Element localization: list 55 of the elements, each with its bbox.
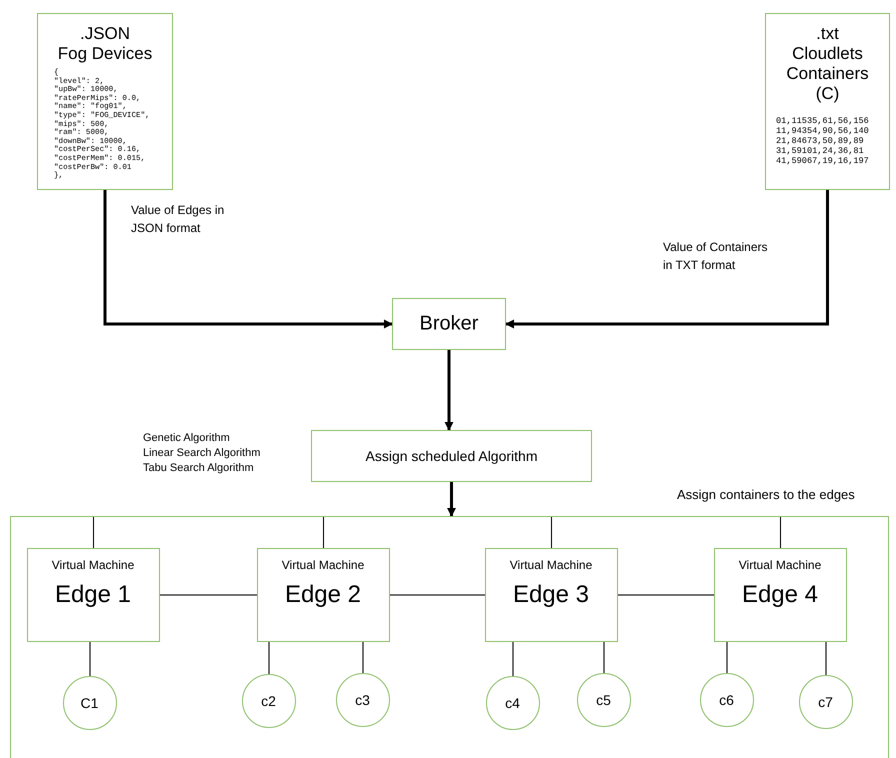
node-title: Edge 1: [54, 580, 132, 608]
connector-line: [323, 516, 324, 548]
process-box: [484, 548, 618, 642]
arrow: [447, 482, 456, 517]
connector-line: [268, 642, 270, 674]
container-label: c6: [719, 692, 734, 708]
process-box: [714, 548, 846, 642]
arrow: [104, 190, 393, 328]
connector-line: [160, 594, 258, 596]
arrow: [444, 350, 454, 431]
container-label: c7: [818, 694, 833, 710]
process-box: [392, 298, 506, 350]
node-title: Edge 4: [740, 580, 820, 608]
node-title: Assign scheduled Algorithm: [364, 448, 538, 464]
data-row: 41,59067,19,16,197: [776, 156, 869, 166]
node-title: Broker: [418, 312, 480, 336]
container-label: c4: [505, 694, 520, 710]
node-label: Virtual Machine: [508, 558, 594, 572]
algorithm-name: Genetic Algorithm: [143, 431, 230, 446]
connector-line: [362, 642, 364, 674]
file-box: [37, 13, 173, 190]
data-row: 01,11535,61,56,156: [776, 116, 869, 126]
container-label: c3: [355, 692, 370, 708]
data-row: 31,59101,24,36,81: [776, 146, 864, 156]
heading: Containers: [785, 64, 870, 84]
container-label: c2: [261, 692, 276, 708]
process-box: [26, 548, 160, 642]
heading: Fog Devices: [56, 44, 154, 64]
node-label: Virtual Machine: [738, 558, 822, 572]
connector-line: [93, 516, 94, 548]
container-label: C1: [80, 694, 98, 710]
container-label: c5: [596, 692, 611, 708]
node-title: Edge 3: [512, 580, 590, 608]
algorithm-name: Tabu Search Algorithm: [143, 461, 254, 476]
process-box: [311, 430, 592, 482]
node-label: Virtual Machine: [280, 558, 366, 572]
file-box: [765, 13, 890, 190]
heading: (C): [814, 84, 840, 104]
connector-line: [618, 594, 714, 596]
node-title: Edge 2: [284, 580, 362, 608]
node-label: Virtual Machine: [50, 558, 136, 572]
container-panel: [10, 516, 889, 758]
heading: .txt: [815, 24, 840, 44]
heading: .JSON: [78, 24, 132, 44]
heading: Cloudlets: [791, 44, 864, 64]
data-row: 21,84673,50,89,89: [776, 136, 864, 146]
data-row: 11,94354,90,56,140: [776, 126, 869, 136]
connector-line: [780, 516, 781, 548]
process-box: [256, 548, 390, 642]
connector-line: [551, 516, 552, 548]
algorithm-name: Linear Search Algorithm: [143, 446, 260, 461]
connector-line: [726, 642, 728, 674]
arrow: [505, 190, 829, 328]
connector-line: [390, 594, 486, 596]
connector-line: [512, 642, 514, 676]
